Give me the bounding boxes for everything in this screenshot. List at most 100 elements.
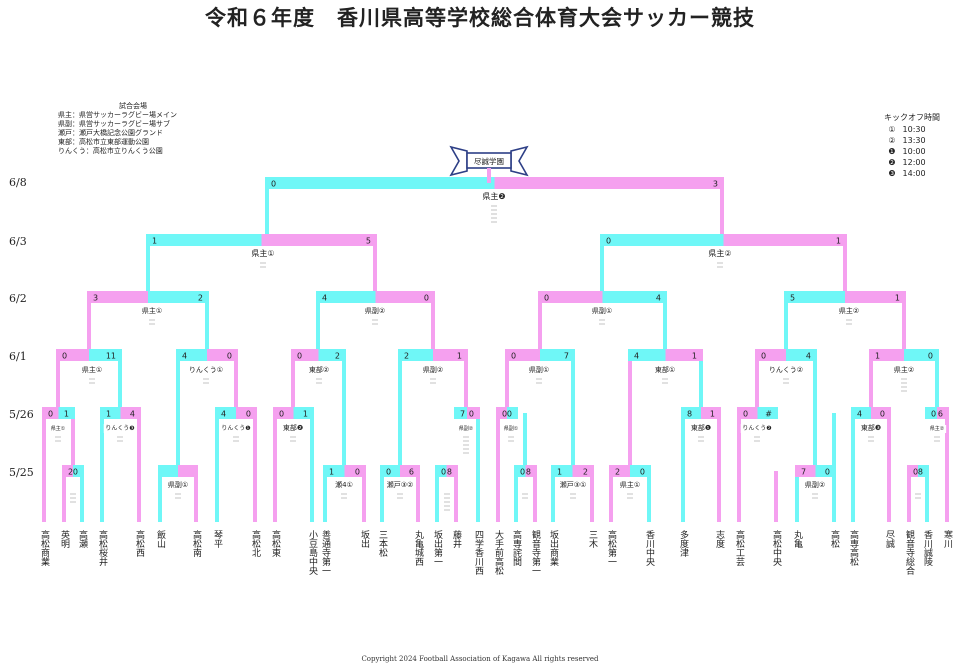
kickoff-item: ① 10:30: [888, 125, 926, 134]
venue-label-bg: [527, 365, 551, 375]
match-bar-left: [737, 407, 758, 419]
match-bar-left: [454, 407, 467, 419]
venue-label-bg: [166, 480, 190, 490]
kickoff-item: ❸ 14:00: [888, 169, 926, 178]
team-name: 三木: [587, 530, 598, 549]
match-bar-right: [786, 349, 817, 361]
score-right: 0: [73, 468, 78, 477]
score-right: 0: [424, 294, 429, 303]
venue-label-bg: [249, 248, 277, 259]
score-left: 0: [502, 410, 507, 419]
match-bar-left: [681, 407, 701, 419]
team-name: 高松: [829, 529, 840, 549]
match-bar-left: [869, 349, 904, 361]
team-name: 小豆島中央: [307, 530, 318, 576]
match-bar: [869, 349, 939, 361]
venue-label-bg: [307, 365, 331, 375]
venue-label: 瀬4①: [335, 480, 353, 489]
match-bar-right: [73, 465, 84, 477]
match-bar-left: [907, 465, 918, 477]
venue-label-bg: [103, 424, 137, 433]
match-bar-left: [146, 234, 262, 246]
team-name: 丸亀城西: [413, 529, 424, 567]
match-bar: [514, 465, 537, 477]
round-label: 5/26: [9, 408, 34, 421]
venue-label-bg: [740, 424, 774, 433]
match-bar: [681, 407, 721, 419]
venue-item: 瀬戸：瀬戸大橋記念公園グランド: [58, 129, 163, 137]
match-bar-right: [120, 407, 141, 419]
match-bar-left: [514, 465, 526, 477]
venue-legend-title: 試合会場: [119, 102, 147, 110]
match-bar-right: [918, 465, 929, 477]
match-bar-left: [42, 407, 59, 419]
kickoff-item: ② 13:30: [888, 136, 926, 145]
match-bar: [795, 465, 836, 477]
team-name: 藤井: [451, 529, 462, 549]
venue-label-bg: [363, 306, 387, 316]
kickoff-legend: キックオフ時間 ① 10:30 ② 13:30 ❶ 10:00 ❷ 12:00 …: [884, 112, 940, 179]
score-left: 2: [68, 468, 73, 477]
match-bar-right: [871, 407, 891, 419]
venue-label-bg: [219, 424, 253, 433]
venue-label: 東部❸: [861, 423, 881, 432]
score-right: 2: [335, 352, 340, 361]
match-bar: [435, 465, 458, 477]
score-right: 0: [640, 468, 645, 477]
match-bar: [551, 465, 594, 477]
match-bar-right: [602, 291, 667, 303]
team-name: 高松工芸: [734, 529, 745, 567]
team-name: 大手前高松: [493, 529, 504, 576]
score-right: 0: [507, 410, 512, 419]
venue-label: 県副②: [459, 425, 474, 432]
match-bar-right: [757, 407, 778, 419]
match-bar-right: [845, 291, 906, 303]
venue-label: りんくう①: [189, 366, 223, 374]
match-bar-right: [467, 407, 480, 419]
venue-label-bg: [689, 423, 713, 433]
match-bar-left: [291, 349, 319, 361]
match-bar: [265, 177, 724, 189]
team-name: 高松桜井: [97, 529, 108, 567]
match-bar: [146, 234, 377, 246]
match-bar: [784, 291, 906, 303]
team-name: 尽誠: [884, 530, 895, 549]
team-name: 丸亀: [792, 529, 803, 548]
match-bar: [505, 349, 575, 361]
team-name: 坂出: [359, 530, 370, 549]
venue-label-bg: [480, 191, 508, 202]
match-bar-right: [148, 291, 209, 303]
match-bar: [56, 349, 122, 361]
kickoff-legend-title: キックオフ時間: [884, 113, 940, 122]
score-right: 6: [409, 468, 414, 477]
score-left: 0: [511, 352, 516, 361]
match-bar-left: [795, 465, 816, 477]
match-bar-left: [600, 234, 724, 246]
match-bar-left: [176, 349, 207, 361]
match-bar-right: [701, 407, 721, 419]
score-left: 4: [857, 410, 862, 419]
team-name: 高松南: [191, 529, 202, 557]
venue-label: 県主①: [82, 365, 102, 374]
match-bar-left: [380, 465, 400, 477]
match-bar-right: [507, 407, 518, 419]
venue-label: 瀬戸③②: [387, 480, 414, 489]
score-right: 7: [564, 352, 569, 361]
match-bar-left: [496, 407, 507, 419]
score-right: 1: [64, 410, 69, 419]
venue-label: 県主②: [708, 248, 731, 258]
team-name: 飯山: [155, 529, 166, 548]
team-name: 高松中央: [771, 529, 782, 567]
match-bar-left: [273, 407, 294, 419]
score-right: 4: [130, 410, 135, 419]
match-bar-left: [158, 465, 178, 477]
match-bar: [215, 407, 257, 419]
venue-label-bg: [837, 306, 861, 316]
match-bar: [737, 407, 778, 419]
team-name: 三本松: [377, 530, 388, 558]
match-bar-right: [446, 465, 458, 477]
venue-label: 瀬戸③①: [560, 480, 587, 489]
venue-label-bg: [456, 425, 476, 433]
ribbon-right-tail: [510, 145, 529, 177]
score-left: 0: [297, 352, 302, 361]
